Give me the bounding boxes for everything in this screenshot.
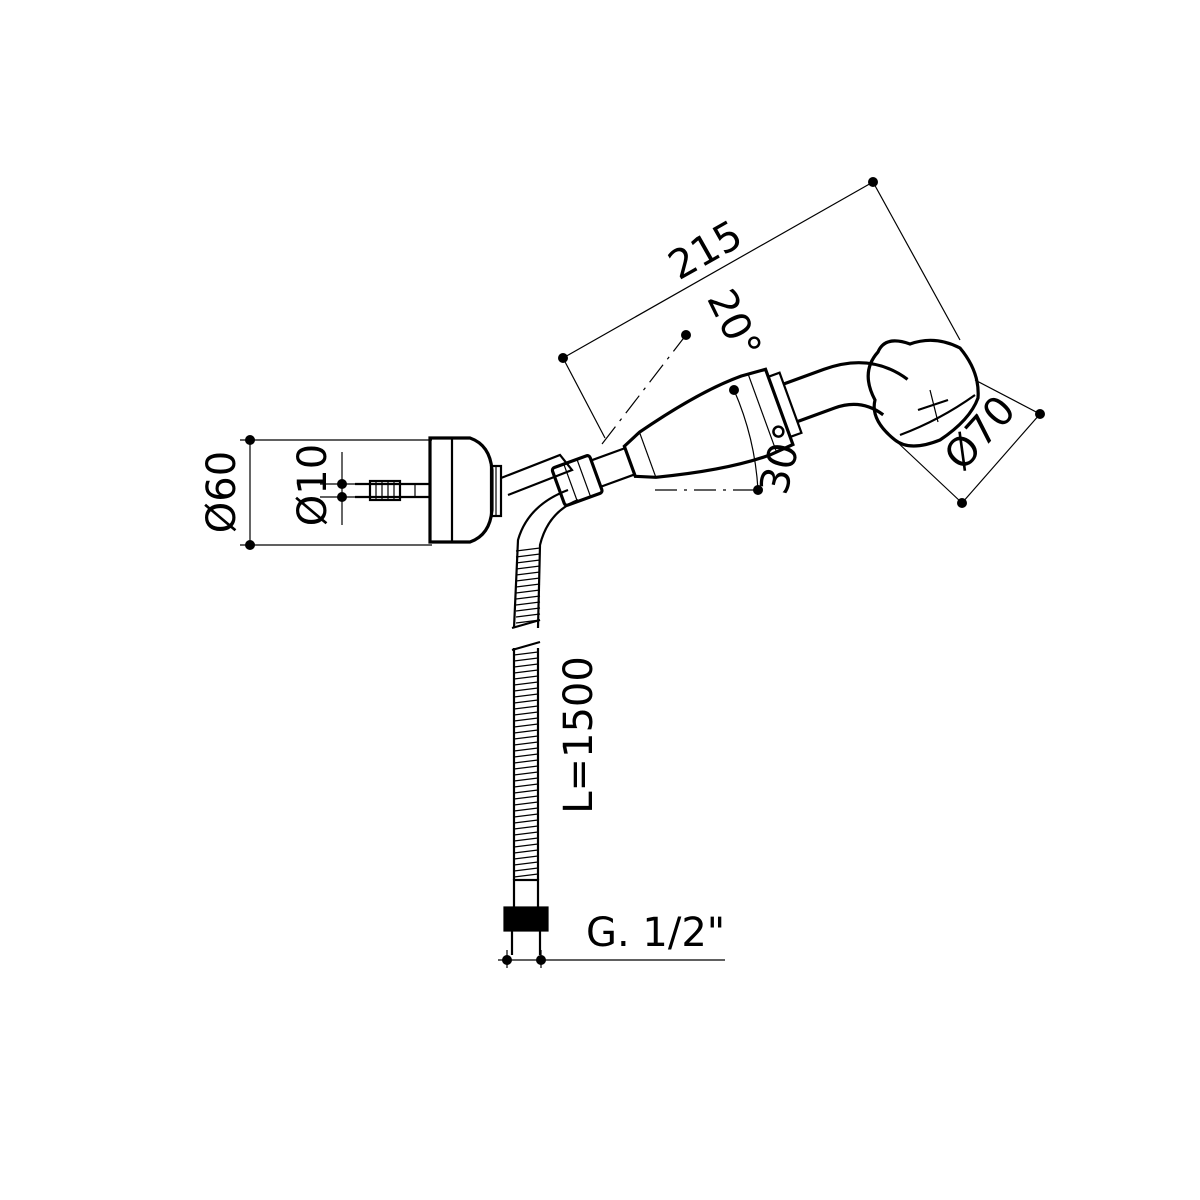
pin-detail [355,479,430,502]
angle-lower-label: 30° [751,419,813,499]
length-dimension: 215 [558,177,961,439]
hand-shower [550,361,909,507]
wall-bracket [428,436,574,544]
thread-label: G. 1/2" [586,910,725,956]
shower-head [866,338,980,448]
length-label: 215 [661,212,750,290]
angle-upper-label: 20° [697,282,769,366]
thread-dimension: G. 1/2" [498,910,725,968]
pin-diameter-dimension: Ø10 [290,444,360,526]
base-diameter-dimension: Ø60 [199,435,432,550]
base-diameter-label: Ø60 [199,451,245,533]
head-diameter-label: Ø70 [936,387,1025,479]
pin-diameter-label: Ø10 [290,444,336,526]
hose-length-label: L=1500 [556,656,602,814]
